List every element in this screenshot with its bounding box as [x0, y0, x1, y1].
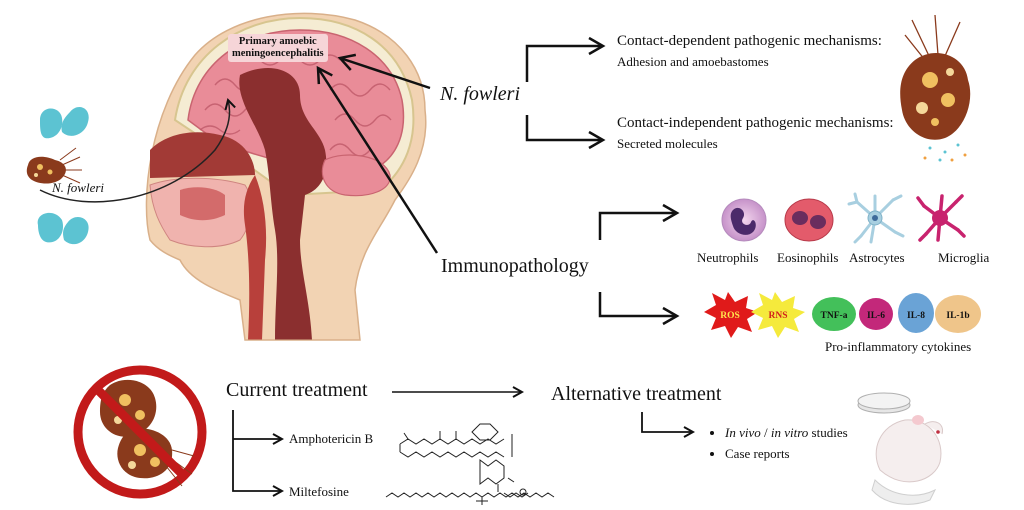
- amoeba-large-icon: [900, 14, 971, 162]
- alt-item-invitro: in vitro: [770, 425, 809, 440]
- arrow-pathogen-to-brain: [337, 53, 431, 90]
- eosinophil-icon: [784, 198, 834, 242]
- cytokine-il8-label: IL-8: [907, 311, 925, 321]
- cytokine-il6-blob: [859, 298, 893, 330]
- arrow-contact-independent: [525, 115, 606, 150]
- alt-item-invivo: In vivo: [725, 425, 761, 440]
- brain-stem: [239, 67, 327, 340]
- rns-burst: [751, 292, 805, 338]
- alt-item-studies: In vivo / in vitro studies: [725, 422, 848, 443]
- contact-independent-detail: Secreted molecules: [617, 136, 718, 151]
- trophozoite-cyst-icons: [37, 107, 89, 245]
- disease-label-line2: meningoencephalitis: [232, 48, 324, 60]
- alternative-treatment-title: Alternative treatment: [551, 383, 722, 405]
- cytokine-tnf-blob: [812, 297, 856, 331]
- cytokine-il6-label: IL-6: [867, 311, 885, 321]
- head-illustration: [145, 12, 427, 341]
- cytokine-il1b-blob: [935, 295, 981, 333]
- arrow-miltefosine: [232, 410, 282, 491]
- contact-dependent-detail: Adhesion and amoebastomes: [617, 54, 769, 69]
- miltefosine-structure: [385, 488, 555, 505]
- ros-label: ROS: [720, 311, 740, 321]
- arrow-immuno-to-brain: [316, 65, 439, 254]
- cytokine-tnf-label: TNF-a: [821, 311, 848, 321]
- immunopathology-title: Immunopathology: [441, 255, 589, 277]
- disease-label: Primary amoebic meningoencephalitis: [228, 34, 328, 63]
- arrow-immune-cells: [598, 203, 680, 240]
- arrow-mediators: [598, 292, 680, 326]
- disease-label-line1: Primary amoebic: [238, 36, 317, 47]
- alt-item-sep: /: [760, 425, 771, 440]
- contact-independent-title: Contact-independent pathogenic mechanism…: [617, 115, 894, 131]
- drug-miltefosine: Miltefosine: [289, 484, 349, 499]
- cell-label-eosinophils: Eosinophils: [777, 250, 839, 265]
- contact-dependent-title: Contact-dependent pathogenic mechanisms:: [617, 33, 882, 49]
- no-amoeba-icon: [73, 365, 207, 499]
- microglia-icon: [916, 194, 966, 242]
- ros-burst: [704, 292, 758, 338]
- alt-item-case-reports: Case reports: [725, 443, 848, 464]
- rns-label: RNS: [768, 311, 787, 321]
- cytokine-il1b-label: IL-1b: [946, 311, 969, 321]
- pathogen-name: N. fowleri: [440, 83, 521, 105]
- current-treatment-title: Current treatment: [226, 379, 368, 401]
- nasal-route-arrow: [39, 100, 229, 203]
- alternative-treatment-list: In vivo / in vitro studies Case reports: [707, 422, 848, 464]
- cytokine-il8-blob: [898, 293, 934, 333]
- cell-label-astrocytes: Astrocytes: [849, 250, 905, 265]
- alt-item-studies-suffix: studies: [808, 425, 848, 440]
- arrow-contact-dependent: [525, 36, 606, 82]
- arrow-alternative-items: [641, 412, 693, 432]
- amphotericin-structure: [399, 423, 515, 492]
- cytokines-label: Pro-inflammatory cytokines: [825, 339, 972, 354]
- cell-label-microglia: Microglia: [938, 250, 990, 265]
- neutrophil-icon: [721, 198, 767, 242]
- mouse-petri-icon: [857, 392, 944, 505]
- nasal-organism-label: N. fowleri: [52, 180, 105, 195]
- astrocyte-icon: [847, 192, 905, 244]
- amoeba-small-icon: [26, 147, 82, 184]
- cell-label-neutrophils: Neutrophils: [697, 250, 759, 265]
- drug-amphotericin: Amphotericin B: [289, 431, 374, 446]
